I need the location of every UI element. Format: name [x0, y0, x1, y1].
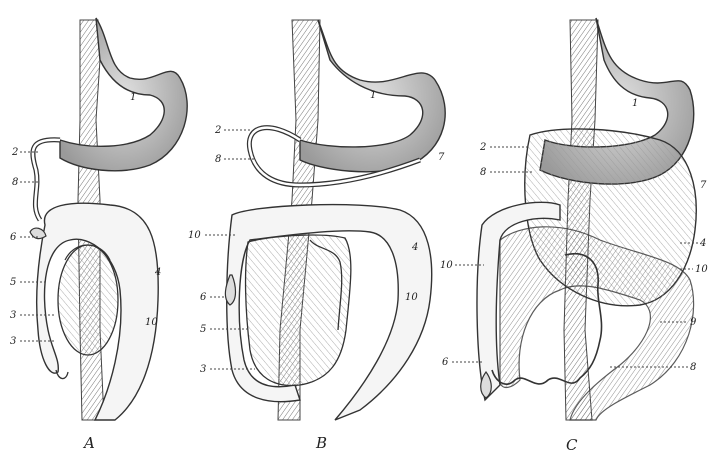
panel-a-caption: A	[82, 434, 95, 452]
label: 8	[480, 167, 486, 178]
label: 6	[10, 232, 17, 243]
label: 2	[479, 142, 486, 153]
label: 5	[10, 277, 16, 288]
label: 4	[411, 242, 418, 253]
label: 7	[700, 180, 707, 191]
label: 10	[695, 264, 708, 275]
label: 7	[438, 152, 445, 163]
panel-b: 2 8 1 7 10 6 5 3 4 10 B	[188, 20, 445, 452]
label: 8	[215, 154, 221, 165]
panel-b-omentum	[246, 235, 351, 385]
label: 8	[12, 177, 18, 188]
label: 10	[405, 292, 418, 303]
panel-c: 2 8 1 7 4 10 10 9 6 8 C	[440, 18, 708, 454]
label: 3	[200, 364, 206, 375]
label: 4	[699, 238, 706, 249]
label: 10	[188, 230, 201, 241]
label: 5	[200, 324, 206, 335]
label: 3	[10, 310, 16, 321]
label: 2	[214, 125, 221, 136]
label: 6	[442, 357, 449, 368]
panel-b-caption: B	[315, 434, 327, 452]
panel-a-stomach	[60, 18, 187, 171]
label: 4	[154, 267, 161, 278]
label: 2	[11, 147, 18, 158]
label: 9	[690, 317, 697, 328]
label: 6	[200, 292, 207, 303]
label: 1	[632, 98, 638, 109]
label: 8	[690, 362, 696, 373]
label: 10	[440, 260, 453, 271]
label: 1	[130, 92, 136, 103]
label: 1	[370, 90, 376, 101]
panel-a: 2 8 6 5 3 3 1 4 10 A	[10, 18, 187, 452]
panel-c-caption: C	[566, 436, 578, 454]
label: 3	[10, 336, 16, 347]
panel-a-inner-sac	[58, 245, 118, 355]
label: 10	[145, 317, 158, 328]
